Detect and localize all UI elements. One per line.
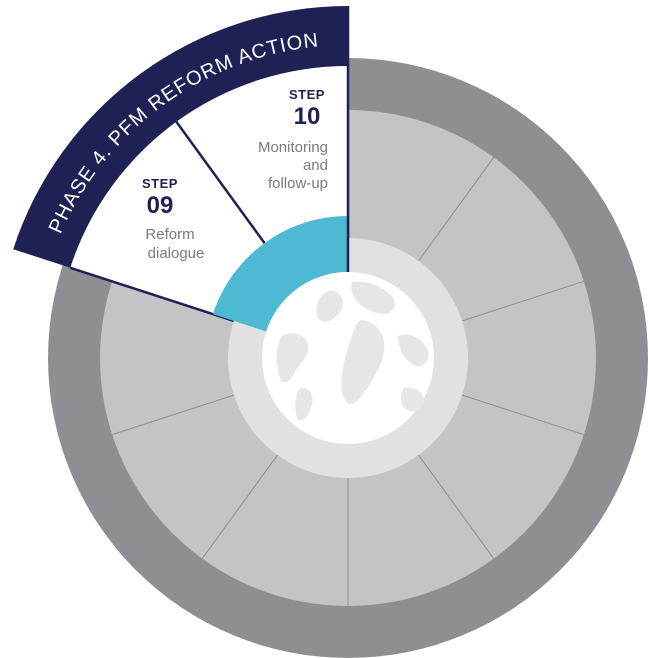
world-map-icon [262, 272, 434, 444]
sector-divider-4 [400, 430, 525, 601]
step-09-desc-line-1: Reform [145, 226, 194, 243]
sector-edge-left [69, 266, 235, 323]
step-10-desc-line-1: Monitoring [258, 139, 328, 156]
step-09-number: 09 [147, 192, 174, 219]
sector-divider-7 [62, 385, 263, 452]
step-09-word: STEP [142, 176, 178, 191]
step-separator [175, 121, 279, 262]
phase-4-group [13, 6, 350, 323]
step-09-desc-line-2: dialogue [148, 245, 205, 262]
step-09-sector[interactable] [70, 121, 278, 321]
step-10-desc-line-2: and [303, 157, 328, 174]
sector-divider-2 [433, 264, 634, 331]
phase-banner [13, 6, 348, 268]
step-09-label: STEP 09 Reform dialogue [142, 176, 204, 262]
sector-divider-1 [400, 115, 525, 286]
step-10-label: STEP 10 Monitoring and follow-up [258, 87, 328, 192]
phase-highlight-arc [212, 216, 348, 332]
step-10-word: STEP [289, 87, 325, 102]
sector-divider-3 [433, 385, 634, 452]
step-10-desc-line-3: follow-up [268, 175, 328, 192]
sector-divider-6 [171, 430, 296, 601]
step-10-sector[interactable] [176, 66, 348, 261]
step-10-number: 10 [294, 103, 321, 130]
